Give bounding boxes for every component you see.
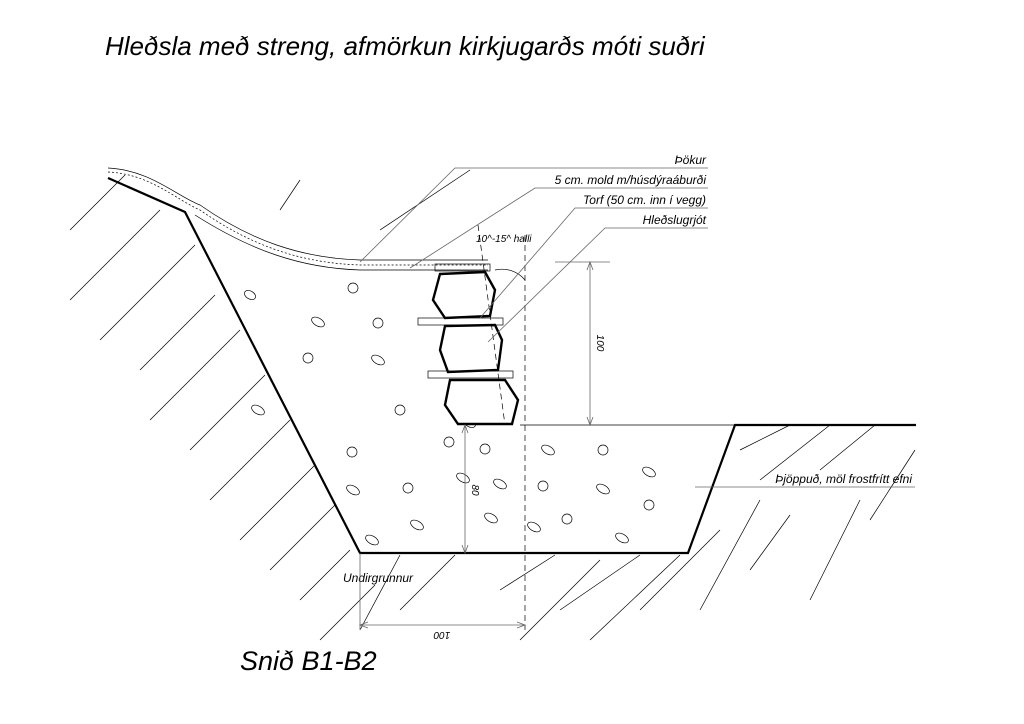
dimension-fill-depth: 80 <box>469 484 480 496</box>
drawing-title: Hleðsla með streng, afmörkun kirkjugarðs… <box>105 31 706 61</box>
leader-lines <box>359 167 915 488</box>
dimension-bottom-width: 100 <box>433 629 450 640</box>
turf-strips <box>417 263 514 379</box>
label-slope: 10^-15^ halli <box>476 234 532 245</box>
surface-layers <box>107 167 488 271</box>
ground-hatching <box>69 169 916 641</box>
label-hledslugrjot: Hleðslugrjót <box>643 213 707 227</box>
section-label: Snið B1-B2 <box>240 646 377 676</box>
dimension-lines <box>358 260 610 630</box>
wall-stones <box>431 270 520 426</box>
gravel-fill-stones <box>244 282 656 546</box>
dimension-wall-height: 100 <box>594 335 605 352</box>
slope-angle-arc <box>494 268 526 281</box>
label-fill: Þjöppuð, möl frostfrítt efni <box>775 472 912 486</box>
label-thokur: Þökur <box>675 153 707 167</box>
trench-outline <box>107 176 916 555</box>
label-mold: 5 cm. mold m/húsdýraáburði <box>555 173 707 187</box>
label-torf: Torf (50 cm. inn í vegg) <box>583 193 706 207</box>
label-undirgrunnur: Undirgrunnur <box>343 571 414 585</box>
slope-reference-line <box>477 224 506 426</box>
